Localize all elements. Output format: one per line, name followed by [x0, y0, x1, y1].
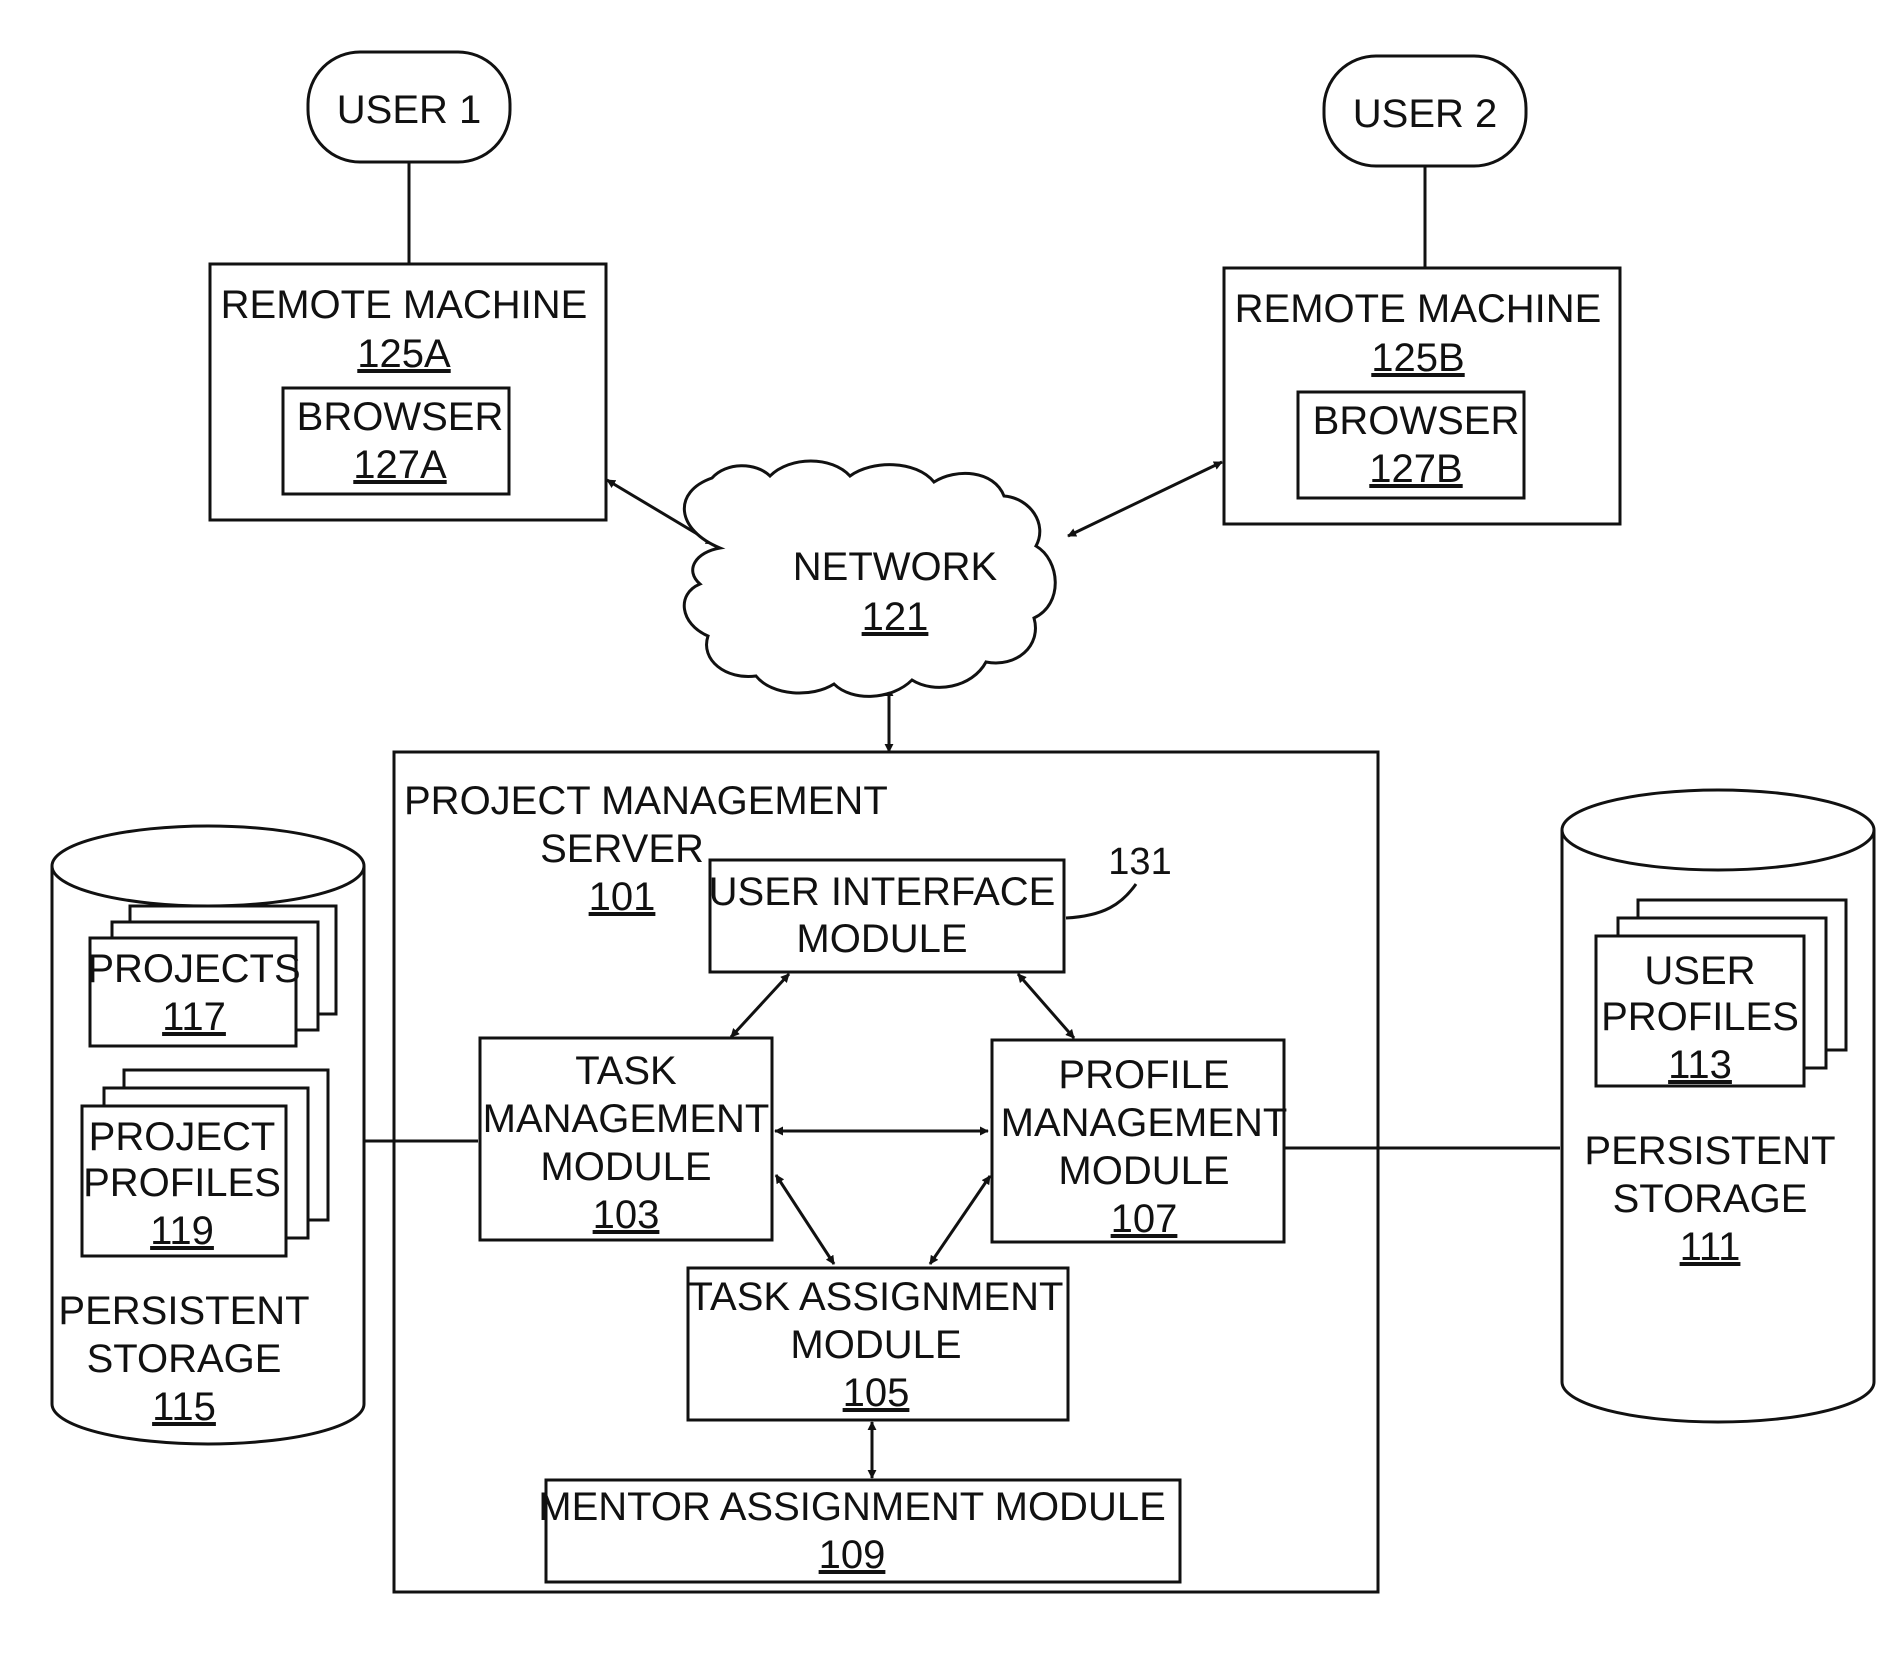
network-title: NETWORK — [793, 545, 998, 589]
project-profiles-ref: 119 — [150, 1209, 214, 1253]
remote-machine-b-ref: 125B — [1371, 336, 1464, 380]
remote-machine-b-title: REMOTE MACHINE — [1235, 287, 1602, 331]
ui-profile-mgmt-arrow — [1018, 974, 1074, 1038]
remote-machine-a: REMOTE MACHINE 125A BROWSER 127A — [210, 264, 606, 520]
ui-task-mgmt-arrow — [731, 974, 789, 1037]
profile-mgmt-line2: MANAGEMENT — [1001, 1101, 1288, 1145]
user-profiles-ref: 113 — [1668, 1043, 1732, 1087]
persistent-storage-left: PROJECTS 117 PROJECT PROFILES 119 PERSIS… — [52, 826, 364, 1444]
profile-management-module: PROFILE MANAGEMENT MODULE 107 — [992, 1040, 1287, 1242]
mentor-assign-ref: 109 — [819, 1533, 886, 1577]
storage-left-line2: STORAGE — [87, 1337, 282, 1381]
profile-mgmt-line3: MODULE — [1058, 1149, 1229, 1193]
task-assign-line1: TASK ASSIGNMENT — [689, 1275, 1064, 1319]
browser-b-title: BROWSER — [1313, 399, 1520, 443]
user2-label: USER 2 — [1353, 92, 1498, 136]
browser-b-ref: 127B — [1369, 447, 1462, 491]
task-management-module: TASK MANAGEMENT MODULE 103 — [480, 1038, 772, 1240]
task-mgmt-line3: MODULE — [540, 1145, 711, 1189]
task-mgmt-ref: 103 — [593, 1193, 660, 1237]
mentor-assign-line1: MENTOR ASSIGNMENT MODULE — [538, 1485, 1166, 1529]
storage-left-ref: 115 — [152, 1385, 216, 1429]
profile-mgmt-ref: 107 — [1111, 1197, 1178, 1241]
user-interface-module: USER INTERFACE MODULE 131 — [709, 841, 1172, 972]
projects-stack: PROJECTS 117 — [87, 906, 336, 1046]
storage-right-line1: PERSISTENT — [1584, 1129, 1835, 1173]
ui-module-callout: 131 — [1108, 841, 1171, 883]
project-profiles-stack: PROJECT PROFILES 119 — [82, 1070, 328, 1256]
profile-mgmt-assign-arrow — [930, 1176, 990, 1264]
browser-a-ref: 127A — [353, 443, 447, 487]
project-profiles-line1: PROJECT — [89, 1115, 276, 1159]
remote-machine-b: REMOTE MACHINE 125B BROWSER 127B — [1224, 268, 1620, 524]
storage-left-line1: PERSISTENT — [58, 1289, 309, 1333]
storage-right-line2: STORAGE — [1613, 1177, 1808, 1221]
user-profiles-line2: PROFILES — [1601, 995, 1799, 1039]
projects-ref: 117 — [162, 995, 226, 1039]
user2-node: USER 2 — [1324, 56, 1526, 166]
browser-a-title: BROWSER — [297, 395, 504, 439]
projects-title: PROJECTS — [87, 947, 300, 991]
task-assign-line2: MODULE — [790, 1323, 961, 1367]
task-mgmt-assign-arrow — [776, 1175, 834, 1264]
profile-mgmt-line1: PROFILE — [1058, 1053, 1229, 1097]
server-title-line2: SERVER — [540, 827, 704, 871]
network-ref: 121 — [862, 595, 929, 639]
ui-module-line2: MODULE — [796, 917, 967, 961]
ui-module-callout-leader — [1066, 884, 1136, 918]
task-mgmt-line2: MANAGEMENT — [483, 1097, 770, 1141]
remote-machine-a-ref: 125A — [357, 332, 451, 376]
remote-machine-a-title: REMOTE MACHINE — [221, 283, 588, 327]
project-profiles-line2: PROFILES — [83, 1161, 281, 1205]
server-ref: 101 — [589, 875, 656, 919]
network-cloud: NETWORK 121 — [684, 461, 1055, 696]
server-title-line1: PROJECT MANAGEMENT — [404, 779, 888, 823]
ui-module-line1: USER INTERFACE — [709, 870, 1056, 914]
task-mgmt-line1: TASK — [575, 1049, 677, 1093]
storage-right-ref: 111 — [1680, 1225, 1741, 1269]
remote-b-network-arrow — [1068, 462, 1222, 536]
user1-label: USER 1 — [337, 88, 482, 132]
user-profiles-line1: USER — [1644, 949, 1755, 993]
task-assignment-module: TASK ASSIGNMENT MODULE 105 — [688, 1268, 1068, 1420]
user1-node: USER 1 — [308, 52, 510, 162]
user-profiles-stack: USER PROFILES 113 — [1596, 900, 1846, 1087]
task-assign-ref: 105 — [843, 1371, 910, 1415]
mentor-assignment-module: MENTOR ASSIGNMENT MODULE 109 — [538, 1480, 1180, 1582]
persistent-storage-right: USER PROFILES 113 PERSISTENT STORAGE 111 — [1562, 790, 1874, 1422]
